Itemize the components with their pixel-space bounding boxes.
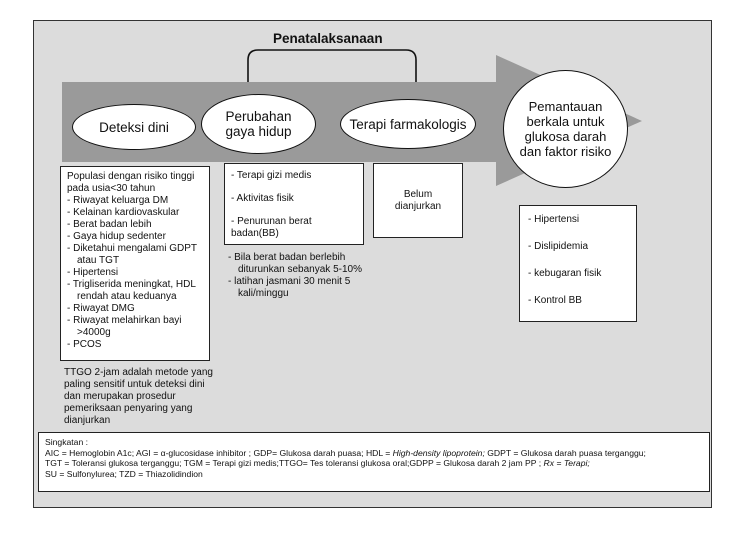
list-item: - Riwayat melahirkan bayi >4000g [67, 315, 182, 338]
stage-lifestyle-label: Perubahan gaya hidup [225, 109, 292, 139]
list-item: - kebugaran fisik [528, 268, 602, 279]
list-item: - Kelainan kardiovaskular [67, 207, 180, 218]
monitoring-box: - Hipertensi - Dislipidemia - kebugaran … [519, 205, 637, 322]
list-item: - Dislipidemia [528, 241, 589, 252]
abbreviations-line-2: TGT = Toleransi glukosa terganggu; TGM =… [45, 458, 703, 469]
detection-note: TTGO 2-jam adalah metode yang paling sen… [64, 367, 213, 426]
lifestyle-note-list: - Bila berat badan berlebih diturunkan s… [228, 252, 368, 300]
abbr-text-italic: High-density lipoprotein; [392, 447, 485, 458]
abbreviations-box: Singkatan : AIC = Hemoglobin A1c; AGI = … [38, 432, 710, 492]
list-item: - Gaya hidup sedenter [67, 231, 166, 242]
list-item: - Penurunan berat badan(BB) [231, 216, 312, 239]
lifestyle-list: - Terapi gizi medis - Aktivitas fisik - … [231, 170, 357, 240]
list-item: - Berat badan lebih [67, 219, 152, 230]
list-item: - latihan jasmani 30 menit 5 kali/minggu [228, 276, 351, 299]
list-item: - Aktivitas fisik [231, 193, 294, 204]
lifestyle-note: - Bila berat badan berlebih diturunkan s… [228, 252, 368, 300]
list-item: - Kontrol BB [528, 295, 582, 306]
detection-risk-intro: Populasi dengan risiko tinggi pada usia<… [67, 171, 195, 194]
list-item: - Riwayat DMG [67, 303, 135, 314]
list-item: - Trigliserida meningkat, HDL rendah ata… [67, 279, 196, 302]
stage-monitoring-label: Pemantauan berkala untuk glukosa darah d… [519, 99, 612, 159]
list-item: - Riwayat keluarga DM [67, 195, 169, 206]
detection-risk-box: Populasi dengan risiko tinggi pada usia<… [60, 166, 210, 361]
diagram-title: Penatalaksanaan [273, 31, 383, 46]
stage-pharma-label: Terapi farmakologis [349, 116, 467, 132]
abbr-text: TGT = Toleransi glukosa terganggu; TGM =… [45, 458, 544, 468]
pharma-box: Belum dianjurkan [373, 163, 463, 238]
stage-pharma: Terapi farmakologis [340, 99, 476, 149]
lifestyle-box: - Terapi gizi medis - Aktivitas fisik - … [224, 163, 364, 245]
pharma-box-label: Belum dianjurkan [394, 188, 442, 212]
abbreviations-line-3: SU = Sulfonylurea; TZD = Thiazolidindion [45, 468, 203, 479]
abbreviations-heading: Singkatan : [45, 437, 88, 447]
management-bracket [247, 49, 417, 82]
abbreviations-line-1: AIC = Hemoglobin A1c; AGI = α-glucosidas… [45, 448, 703, 459]
list-item: - Diketahui mengalami GDPT atau TGT [67, 243, 197, 266]
list-item: - Hipertensi [528, 214, 580, 225]
abbr-text: AIC = Hemoglobin A1c; AGI = α-glucosidas… [45, 447, 393, 458]
list-item: - Hipertensi [67, 267, 119, 278]
list-item: - PCOS [67, 339, 102, 350]
detection-risk-list: - Riwayat keluarga DM - Kelainan kardiov… [67, 195, 203, 351]
abbr-text: GDPT = Glukosa darah puasa terganggu; [484, 447, 646, 458]
list-item: - Terapi gizi medis [231, 170, 312, 181]
stage-detection-label: Deteksi dini [99, 119, 169, 135]
monitoring-list: - Hipertensi - Dislipidemia - kebugaran … [528, 214, 628, 307]
list-item: - Bila berat badan berlebih diturunkan s… [228, 252, 362, 275]
stage-lifestyle: Perubahan gaya hidup [201, 94, 316, 154]
abbr-text-italic: Rx = Terapi; [543, 458, 590, 468]
stage-monitoring: Pemantauan berkala untuk glukosa darah d… [503, 70, 628, 188]
stage-detection: Deteksi dini [72, 104, 196, 150]
